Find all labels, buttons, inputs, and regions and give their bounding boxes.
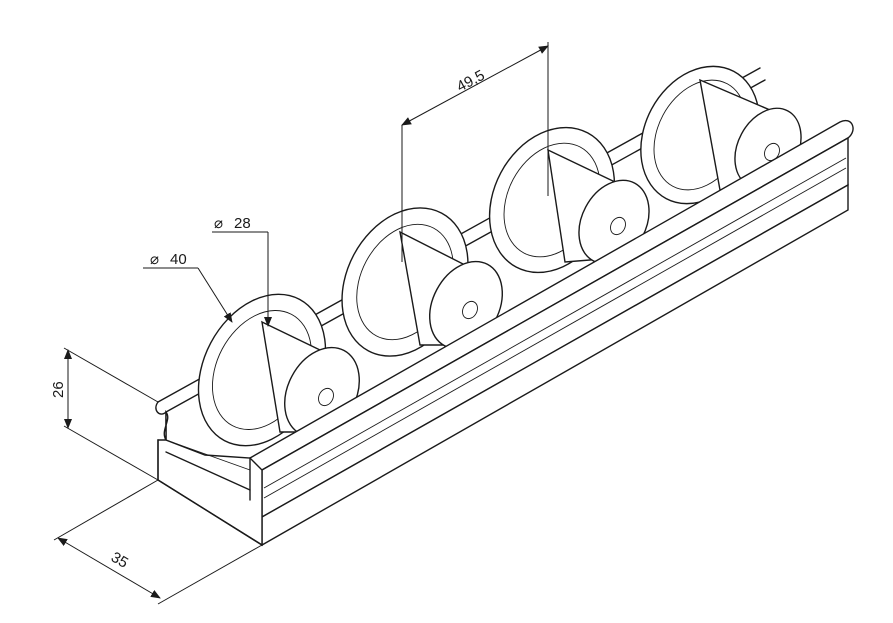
diameter-symbol: ⌀	[214, 215, 223, 232]
dimension-profile-width: 35	[53, 479, 263, 605]
dimension-label-flange-diameter: 40	[170, 251, 187, 268]
dimension-label-width: 35	[108, 549, 131, 572]
dimension-profile-height: 26	[50, 347, 159, 481]
channel-profile	[157, 119, 854, 547]
dimension-roller-diameter: ⌀ 28	[212, 215, 272, 327]
dimension-flange-diameter: ⌀ 40	[143, 251, 233, 323]
roller-4	[640, 65, 802, 205]
diameter-symbol: ⌀	[150, 251, 159, 268]
dimension-label-roller-diameter: 28	[234, 215, 251, 232]
dimension-label-height: 26	[50, 381, 67, 398]
roller-2	[341, 207, 503, 357]
dimension-label-pitch: 49,5	[454, 67, 488, 96]
